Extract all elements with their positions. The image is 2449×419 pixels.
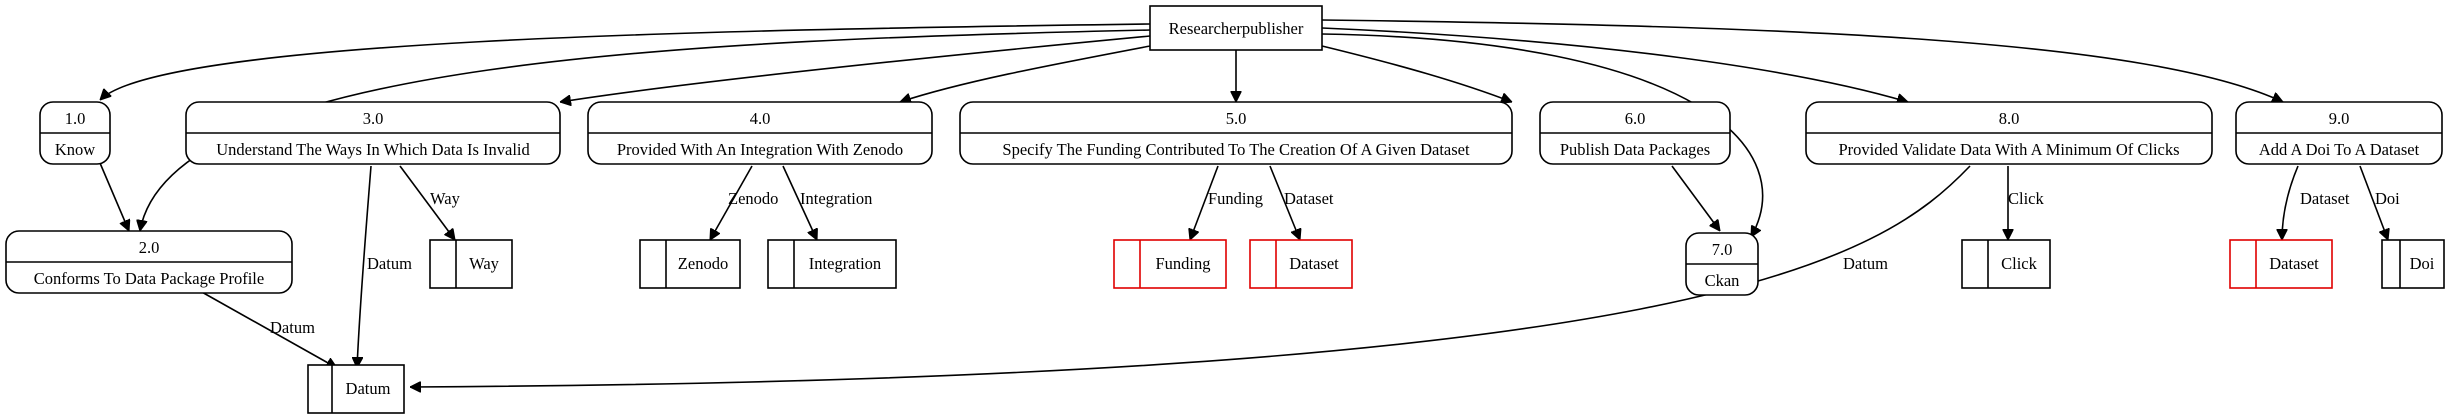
- flow-3-to-way: [399, 165, 455, 240]
- process-1[interactable]: 1.0 Know: [39, 101, 111, 165]
- process-number: 5.0: [1226, 109, 1247, 128]
- process-label: Provided With An Integration With Zenodo: [617, 140, 903, 159]
- process-label: Add A Doi To A Dataset: [2259, 140, 2420, 159]
- process-number: 8.0: [1999, 109, 2020, 128]
- data-store-doi[interactable]: Doi: [2381, 239, 2445, 289]
- flow-9-to-dataset: [2282, 165, 2299, 240]
- flow-4-to-integration: [782, 165, 817, 240]
- flow-label-8-click: Click: [2008, 189, 2044, 208]
- flow-entity-to-9: [1321, 19, 2283, 102]
- data-store-label: Click: [2001, 254, 2037, 273]
- process-3[interactable]: 3.0 Understand The Ways In Which Data Is…: [185, 101, 561, 165]
- data-store-label: Dataset: [1289, 254, 1339, 273]
- flow-label-4-integration: Integration: [800, 189, 872, 208]
- process-label: Conforms To Data Package Profile: [34, 269, 264, 288]
- data-store-label: Funding: [1155, 254, 1210, 273]
- data-store-click[interactable]: Click: [1961, 239, 2051, 289]
- data-store-funding[interactable]: Funding: [1113, 239, 1227, 289]
- data-store-integration[interactable]: Integration: [767, 239, 897, 289]
- process-6[interactable]: 6.0 Publish Data Packages: [1539, 101, 1731, 165]
- data-store-label: Zenodo: [678, 254, 728, 273]
- flow-label-9-dataset: Dataset: [2300, 189, 2350, 208]
- flow-label-3-way: Way: [430, 189, 461, 208]
- data-store-zenodo[interactable]: Zenodo: [639, 239, 741, 289]
- data-store-datum[interactable]: Datum: [307, 364, 405, 414]
- flow-2-to-datum: [199, 290, 337, 369]
- flow-entity-to-8: [1321, 27, 1908, 102]
- process-8[interactable]: 8.0 Provided Validate Data With A Minimu…: [1805, 101, 2213, 165]
- process-label: Understand The Ways In Which Data Is Inv…: [216, 140, 530, 159]
- flow-label-8-datum: Datum: [1843, 254, 1888, 273]
- data-store-way[interactable]: Way: [429, 239, 513, 289]
- flow-entity-to-4: [900, 45, 1151, 102]
- flow-entity-to-2: [140, 29, 1151, 231]
- process-label: Publish Data Packages: [1560, 140, 1710, 159]
- edges: [99, 19, 2388, 387]
- flow-3-to-datum: [357, 165, 372, 368]
- process-number: 7.0: [1712, 240, 1733, 259]
- flow-label-4-zenodo: Zenodo: [728, 189, 778, 208]
- process-number: 6.0: [1625, 109, 1646, 128]
- process-7[interactable]: 7.0 Ckan: [1685, 232, 1759, 296]
- process-number: 4.0: [750, 109, 771, 128]
- flow-4-to-zenodo: [709, 165, 753, 240]
- data-store-label: Dataset: [2269, 254, 2319, 273]
- process-number: 3.0: [363, 109, 384, 128]
- process-number: 2.0: [139, 238, 160, 257]
- process-number: 1.0: [65, 109, 86, 128]
- flow-entity-to-1: [100, 23, 1151, 100]
- data-store-label: Datum: [346, 379, 391, 398]
- flow-9-to-doi: [2359, 165, 2388, 240]
- flow-label-3-datum: Datum: [367, 254, 412, 273]
- process-2[interactable]: 2.0 Conforms To Data Package Profile: [5, 230, 293, 294]
- flow-8-to-datum: [410, 165, 1971, 387]
- process-4[interactable]: 4.0 Provided With An Integration With Ze…: [587, 101, 933, 165]
- process-number: 9.0: [2329, 109, 2350, 128]
- flow-1-to-2: [99, 162, 129, 231]
- flow-entity-to-3: [560, 35, 1151, 102]
- flow-5-to-funding: [1190, 165, 1219, 240]
- data-store-label: Way: [469, 254, 500, 273]
- flow-entity-to-6: [1321, 45, 1512, 102]
- edge-labels: Datum Datum Way Zenodo Integration Fundi…: [270, 189, 2400, 337]
- external-entity-researcherpublisher[interactable]: Researcherpublisher: [1149, 5, 1323, 51]
- process-9[interactable]: 9.0 Add A Doi To A Dataset: [2235, 101, 2443, 165]
- flow-label-2-datum: Datum: [270, 318, 315, 337]
- flow-6-to-7: [1671, 165, 1720, 231]
- process-label: Know: [55, 140, 95, 159]
- process-label: Specify The Funding Contributed To The C…: [1002, 140, 1470, 159]
- data-store-label: Doi: [2410, 254, 2435, 273]
- flow-label-5-funding: Funding: [1208, 189, 1263, 208]
- data-store-label: Integration: [809, 254, 881, 273]
- data-store-dataset-9[interactable]: Dataset: [2229, 239, 2333, 289]
- flow-label-9-doi: Doi: [2375, 189, 2400, 208]
- process-label: Provided Validate Data With A Minimum Of…: [1838, 140, 2179, 159]
- flow-5-to-dataset: [1269, 165, 1300, 240]
- external-entity-label: Researcherpublisher: [1169, 19, 1304, 38]
- process-label: Ckan: [1705, 271, 1740, 290]
- flow-label-5-dataset: Dataset: [1284, 189, 1334, 208]
- data-store-dataset-5[interactable]: Dataset: [1249, 239, 1353, 289]
- process-5[interactable]: 5.0 Specify The Funding Contributed To T…: [959, 101, 1513, 165]
